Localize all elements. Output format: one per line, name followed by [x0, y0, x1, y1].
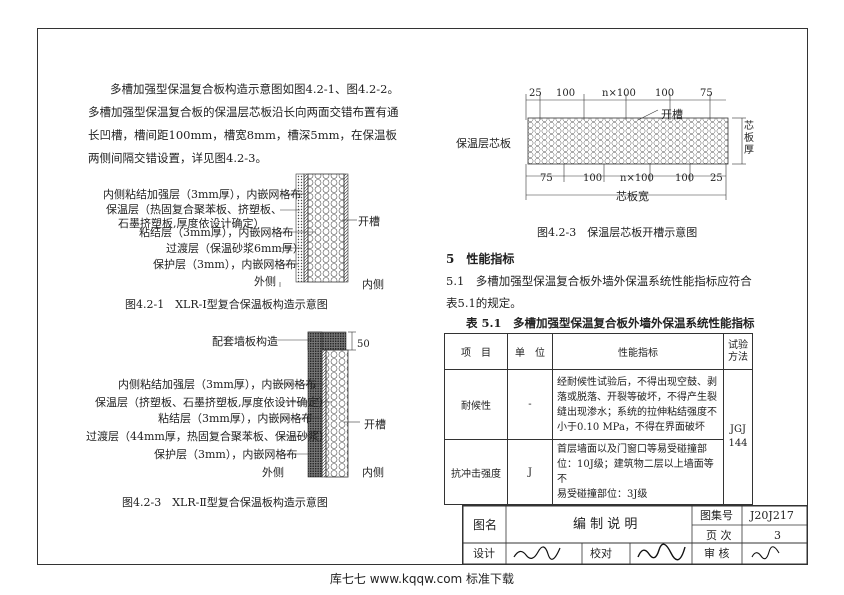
fig3-top-dim-100a: 100 — [556, 88, 576, 99]
fig1-label-protective: 保护层（3mm），内嵌网格布 — [153, 258, 297, 271]
fig2-label-adhesive: 粘结层（3mm厚），内嵌网格布 — [158, 412, 313, 425]
fig1-label-outside: 外侧 — [254, 275, 276, 288]
check-label: 校对 — [590, 547, 612, 560]
fig3-label-groove: 开槽 — [661, 108, 683, 121]
fig2-drawing — [278, 331, 360, 478]
fig2-label-protective: 保护层（3mm），内嵌网格布 — [154, 448, 298, 461]
row-indicator: 首层墙面以及门窗口等易受碰撞部 位：10J级；建筑物二层以上墙面等不 易受碰撞部… — [552, 439, 724, 505]
table-row: 抗冲击强度 J 首层墙面以及门窗口等易受碰撞部 位：10J级；建筑物二层以上墙面… — [444, 439, 753, 505]
row-method: JGJ 144 — [723, 369, 753, 505]
review-label: 审 核 — [704, 547, 730, 560]
fig1-label-insulation: 保温层（热固复合聚苯板、挤塑板、 — [106, 203, 282, 216]
fig2-label-matching-wall: 配套墙板构造 — [212, 335, 278, 348]
fig3-bottom-dim-100b: 100 — [675, 173, 695, 184]
atlas-number: J20J217 — [750, 509, 794, 522]
fig3-label-width: 芯板宽 — [616, 190, 649, 203]
fig3-bottom-dim-25: 25 — [710, 173, 723, 184]
table-row: 耐候性 - 经耐候性试验后，不得出现空鼓、剥 落或脱落、开裂等破坏，不得产生裂 … — [444, 369, 753, 505]
fig2-label-transition: 过渡层（44mm厚，热固复合聚苯板、保温砂浆） — [86, 430, 330, 443]
design-label: 设计 — [473, 547, 495, 560]
fig2-label-inner-adhesive: 内侧粘结加强层（3mm厚），内嵌网格布 — [118, 378, 317, 391]
fig3-top-dim-75: 75 — [700, 88, 713, 99]
fig3-top-dim-n100: n×100 — [602, 88, 636, 99]
row-indicator-line: 落或脱落、开裂等破坏，不得产生裂 — [557, 391, 717, 403]
row-item: 耐候性 — [444, 369, 508, 440]
fig3-top-dim-25: 25 — [529, 88, 542, 99]
fig3-bottom-dim-n100: n×100 — [620, 173, 654, 184]
fig1-label-insulation-2: 石墨挤塑板,厚度依设计确定） — [118, 217, 265, 230]
row-indicator-line: 位：10J级；建筑物二层以上墙面等不 — [557, 459, 714, 485]
row-unit: J — [507, 439, 553, 505]
fig3-drawing — [525, 94, 746, 200]
row-indicator: 经耐候性试验后，不得出现空鼓、剥 落或脱落、开裂等破坏，不得产生裂 缝出现渗水；… — [552, 369, 724, 440]
fig3-caption: 图4.2-3 保温层芯板开槽示意图 — [537, 226, 698, 239]
method-line: JGJ — [729, 424, 746, 435]
header-item: 项 目 — [444, 333, 508, 370]
page-label: 页 次 — [706, 529, 732, 542]
section-heading: 5 性能指标 — [446, 252, 515, 266]
fig3-label-thickness: 芯板厚 — [744, 121, 754, 156]
row-indicator-line: 易受碰撞部位：3J级 — [557, 489, 648, 500]
fig1-label-inner-adhesive: 内侧粘结加强层（3mm厚），内嵌网格布 — [103, 188, 302, 201]
fig2-label-insulation: 保温层（挤塑板、石墨挤塑板,厚度依设计确定） — [95, 396, 330, 409]
section-text-1: 5.1 多槽加强型保温复合板外墙外保温系统性能指标应符合 — [446, 274, 752, 288]
header-method: 试验方法 — [723, 333, 753, 370]
title-block-frame — [462, 505, 808, 565]
fig1-drawing — [279, 173, 357, 287]
row-item: 抗冲击强度 — [444, 439, 508, 505]
title-name-label: 图名 — [473, 518, 498, 532]
fig1-label-adhesive: 粘结层（3mm厚），内嵌网格布 — [139, 226, 294, 239]
fig2-caption: 图4.2-3 XLR-Ⅱ型复合保温板构造示意图 — [122, 496, 328, 509]
section-text-2: 表5.1的规定。 — [446, 296, 522, 310]
row-indicator-line: 首层墙面以及门窗口等易受碰撞部 — [557, 444, 707, 455]
fig1-label-inside: 内侧 — [362, 278, 384, 291]
fig3-bottom-dim-75: 75 — [540, 173, 553, 184]
row-indicator-line: 小于0.10 MPa，不得在界面破坏 — [557, 421, 705, 433]
fig2-dim-50: 50 — [357, 339, 370, 350]
title-name: 编 制 说 明 — [573, 517, 638, 532]
fig2-label-outside: 外侧 — [262, 466, 284, 479]
table-title: 表 5.1 多槽加强型保温复合板外墙外保温系统性能指标 — [466, 316, 755, 330]
site-footer: 库七七 www.kqqw.com 标准下载 — [329, 572, 515, 586]
header-unit: 单 位 — [507, 333, 553, 370]
fig1-label-transition: 过渡层（保温砂浆6mm厚） — [166, 242, 304, 255]
fig2-label-groove: 开槽 — [364, 418, 386, 431]
atlas-label: 图集号 — [700, 509, 733, 522]
drawing-sheet-border — [37, 28, 808, 565]
fig1-label-groove: 开槽 — [358, 215, 380, 228]
fig3-label-core: 保温层芯板 — [456, 137, 511, 150]
performance-table: 项 目 单 位 性能指标 试验方法 耐候性 - 经耐候性试验后，不得出现空鼓、剥… — [444, 333, 753, 505]
fig2-label-inside: 内侧 — [362, 466, 384, 479]
row-indicator-line: 经耐候性试验后，不得出现空鼓、剥 — [557, 376, 717, 388]
row-indicator-line: 缝出现渗水；系统的拉伸粘结强度不 — [557, 406, 717, 418]
header-indicator: 性能指标 — [552, 333, 724, 370]
row-unit: - — [507, 369, 553, 440]
fig3-top-dim-100b: 100 — [655, 88, 675, 99]
page-number: 3 — [774, 529, 781, 542]
method-line: 144 — [728, 438, 748, 449]
fig3-bottom-dim-100a: 100 — [583, 173, 603, 184]
fig1-caption: 图4.2-1 XLR-Ⅰ型复合保温板构造示意图 — [125, 298, 328, 311]
intro-paragraph: 多槽加强型保温复合板构造示意图如图4.2-1、图4.2-2。多槽加强型保温复合板… — [88, 82, 399, 165]
